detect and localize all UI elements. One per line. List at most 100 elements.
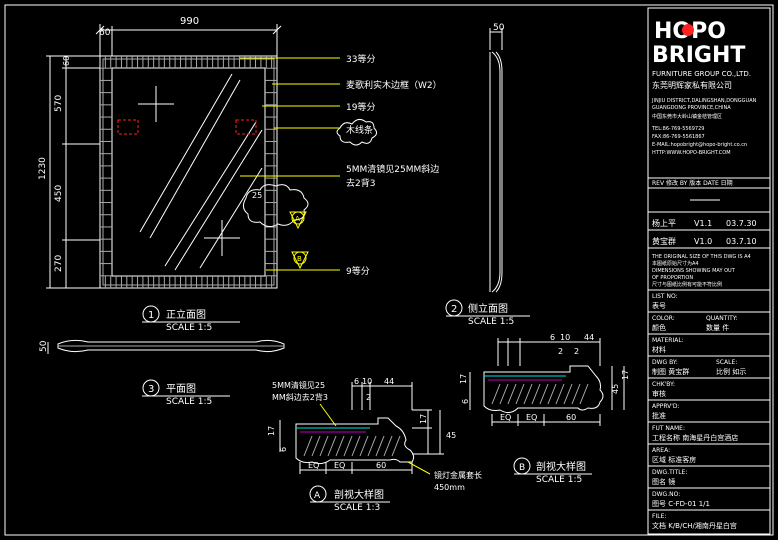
revision-cloud-wood-strip [336, 118, 378, 146]
project-name: 工程名称 南海星丹白宫酒店 [652, 433, 738, 442]
hatch-line [579, 383, 589, 405]
svg-text:LIST NO:: LIST NO: [652, 293, 678, 300]
svg-text:FAX:86-769-5561867: FAX:86-769-5561867 [652, 134, 705, 140]
hatch-line [343, 435, 353, 457]
view-2-title: 2 侧立面图 SCALE 1:5 [445, 299, 530, 327]
svg-text:17: 17 [267, 426, 276, 436]
svg-text:1: 1 [148, 310, 154, 321]
hatch-line [523, 383, 533, 405]
title-block: HOPO BRIGHT FURNITURE GROUP CO.,LTD. 东莞明… [647, 7, 771, 535]
svg-text:颜色: 颜色 [652, 323, 666, 332]
svg-text:EQ: EQ [334, 461, 345, 470]
dim-plan-thickness: 50 [39, 340, 49, 352]
hatch-line [491, 383, 501, 405]
hatch-line [507, 383, 517, 405]
svg-text:SCALE 1:5: SCALE 1:5 [536, 475, 582, 485]
section-marker-b-label: B [297, 255, 302, 263]
svg-text:03.7.30: 03.7.30 [726, 219, 757, 228]
svg-text:制图 黄宝群: 制图 黄宝群 [652, 367, 689, 376]
svg-text:03.7.10: 03.7.10 [726, 237, 757, 246]
svg-text:侧立面图: 侧立面图 [468, 302, 508, 315]
svg-text:SCALE 1:5: SCALE 1:5 [166, 323, 212, 333]
svg-text:THE ORIGINAL SIZE OF THIS DWG: THE ORIGINAL SIZE OF THIS DWG IS A4 [651, 254, 751, 260]
section-marker-a-label: A [295, 215, 300, 223]
mirror-glass [111, 67, 266, 277]
dim-left-270: 270 [54, 255, 64, 272]
detail-a-glass-note: 5MM清镜见25 [272, 380, 325, 390]
hatch-line [367, 435, 377, 457]
hatch-line [531, 383, 541, 405]
hatch-line [351, 435, 361, 457]
note-frame-material: 麦歌利实木边框（W2） [346, 79, 442, 91]
svg-text:B: B [519, 463, 525, 473]
logo-dot [682, 24, 694, 36]
note-glass-spec: 5MM清镜见25MM斜边 [346, 163, 439, 175]
svg-text:FILE:: FILE: [652, 513, 666, 520]
note-19-divisions: 19等分 [346, 101, 375, 113]
hatch-line [303, 435, 313, 457]
plan-view: 50 [39, 339, 285, 354]
svg-text:批准: 批准 [652, 411, 666, 420]
hatch-line [547, 383, 557, 405]
svg-text:10: 10 [362, 377, 372, 386]
svg-text:3: 3 [148, 384, 154, 395]
svg-text:表号: 表号 [652, 301, 666, 310]
svg-text:剖视大样图: 剖视大样图 [334, 488, 384, 501]
svg-text:44: 44 [384, 377, 394, 386]
company-name-cn: 东莞明辉家私有限公司 [652, 80, 732, 90]
detail-b-title: B 剖视大样图 SCALE 1:5 [513, 457, 592, 485]
svg-text:EQ: EQ [500, 413, 511, 422]
detail-a-profile [295, 417, 415, 465]
drawing-border [4, 4, 774, 536]
fixing-mark-left [117, 119, 139, 135]
note-wood-strip: 木线条 [346, 124, 373, 136]
hatch-line [335, 435, 345, 457]
note-33-divisions: 33等分 [346, 53, 375, 65]
svg-text:TEL:86-769-5569729: TEL:86-769-5569729 [651, 126, 704, 132]
svg-text:2: 2 [558, 347, 563, 356]
detail-a-title: A 剖视大样图 SCALE 1:3 [309, 485, 390, 513]
svg-text:6: 6 [550, 333, 555, 342]
svg-text:正立面图: 正立面图 [166, 308, 206, 321]
svg-text:中国东莞市大岭山镇金桔管理区: 中国东莞市大岭山镇金桔管理区 [652, 113, 722, 120]
rev2-by: 黄宝群 [652, 236, 676, 246]
svg-text:文档 K/B/CH/湘南丹星白宫: 文档 K/B/CH/湘南丹星白宫 [652, 521, 737, 530]
svg-text:DWG.NO:: DWG.NO: [652, 491, 680, 498]
hatch-line [375, 435, 385, 457]
svg-text:E-MAIL:hopobright@hopo-bright.: E-MAIL:hopobright@hopo-bright.co.cn [652, 142, 747, 148]
hatch-line [311, 435, 321, 457]
svg-text:剖视大样图: 剖视大样图 [536, 460, 586, 473]
svg-text:60: 60 [376, 461, 386, 470]
svg-text:GUANGDONG PROVINCE,CHINA: GUANGDONG PROVINCE,CHINA [652, 105, 731, 111]
logo-bright: BRIGHT [652, 43, 745, 68]
detail-b-profile [483, 365, 604, 414]
svg-text:COLOR:: COLOR: [652, 315, 675, 322]
hatch-line [563, 383, 573, 405]
svg-text:REV 修改 BY 版本 DATE 日期: REV 修改 BY 版本 DATE 日期 [652, 179, 733, 187]
detail-callout-cloud [242, 184, 309, 228]
hatch-line [391, 435, 401, 457]
svg-text:6: 6 [461, 399, 470, 404]
svg-text:DIMENSIONS SHOWING MAY OUT: DIMENSIONS SHOWING MAY OUT [652, 268, 736, 274]
hatch-line [499, 383, 509, 405]
dim-side-width: 50 [493, 23, 505, 33]
svg-text:审核: 审核 [652, 389, 666, 398]
dim-top-left: 60 [99, 28, 111, 38]
svg-text:10: 10 [560, 333, 570, 342]
view-3-title: 3 平面图 SCALE 1:5 [142, 379, 230, 407]
dim-top-width: 990 [180, 16, 199, 27]
svg-text:本图纸原始尺寸为A4: 本图纸原始尺寸为A4 [652, 260, 699, 267]
group-name: FURNITURE GROUP CO.,LTD. [652, 70, 751, 78]
svg-text:SCALE 1:5: SCALE 1:5 [468, 317, 514, 327]
detail-b-section: 6 10 44 2 2 17 6 45 17 EQ EQ 60 [459, 333, 630, 426]
note-glass-spec-2: 去2背3 [346, 177, 375, 189]
dim-left-450: 450 [54, 185, 64, 202]
hatch-line [515, 383, 525, 405]
dim-left-total: 1230 [38, 157, 48, 180]
svg-text:数量 件: 数量 件 [706, 323, 729, 332]
svg-text:17: 17 [621, 370, 630, 380]
dim-left-570: 570 [54, 95, 64, 112]
svg-text:6: 6 [354, 377, 359, 386]
note-9-divisions: 9等分 [346, 265, 370, 277]
